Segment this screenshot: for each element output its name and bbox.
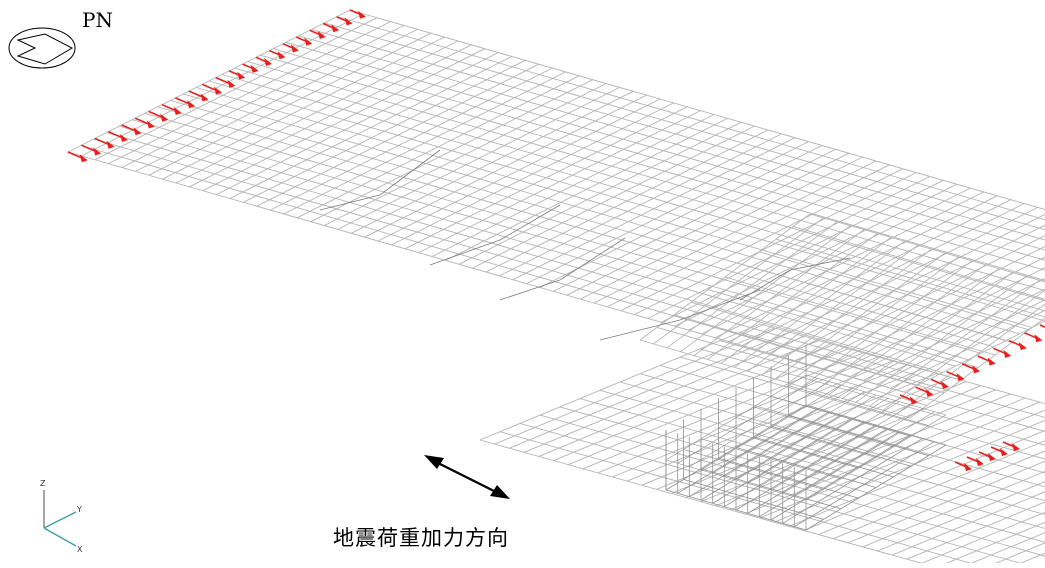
mesh-line: [688, 188, 970, 330]
mesh-line: [833, 423, 1045, 539]
mesh-line: [540, 415, 1045, 563]
mesh-line: [850, 235, 1045, 377]
mesh-line: [365, 95, 647, 237]
mesh-line: [109, 22, 391, 164]
mesh-line: [473, 126, 755, 268]
mesh-line: [513, 138, 795, 280]
mesh-line: [392, 103, 674, 245]
mesh-line: [135, 29, 417, 171]
mesh-line: [162, 37, 444, 179]
load-arrow-icon: [337, 17, 353, 26]
joint-line: [320, 195, 380, 210]
load-arrow-icon: [1024, 333, 1042, 342]
load-direction-caption: 地震荷重加力方向: [333, 522, 509, 552]
mesh-line: [378, 99, 660, 241]
mesh-line: [419, 111, 701, 253]
mesh-line: [680, 357, 1045, 505]
load-arrow-icon: [229, 71, 245, 80]
mesh-line: [675, 184, 957, 326]
mesh-line: [567, 153, 849, 295]
mesh-line: [311, 80, 593, 222]
double-headed-arrow-icon: [424, 455, 510, 499]
joint-line: [500, 280, 560, 300]
load-arrow-icon: [1009, 341, 1027, 350]
load-arrow-icon: [296, 37, 312, 46]
mesh-line: [273, 49, 1045, 289]
mesh-line: [351, 91, 633, 233]
mesh-line: [720, 341, 1045, 489]
mesh-line: [700, 349, 1045, 497]
mesh-line: [661, 180, 943, 322]
mesh-line: [230, 57, 512, 199]
mesh-line: [286, 42, 1045, 282]
mesh-line: [500, 134, 782, 276]
mesh-line: [621, 169, 903, 311]
mesh-line: [432, 115, 714, 257]
north-compass-icon: [9, 28, 75, 68]
mesh-line: [594, 161, 876, 303]
mesh-line: [634, 173, 916, 315]
mesh-line: [648, 177, 930, 319]
joint-line: [380, 150, 440, 195]
compass-label: PN: [82, 8, 113, 32]
mesh-line: [527, 142, 809, 284]
axis-z-label: Z: [40, 479, 46, 488]
mesh-line: [405, 107, 687, 249]
mesh-line: [203, 49, 485, 191]
mesh-line: [540, 146, 822, 288]
mesh-line: [324, 84, 606, 226]
load-arrow-icon: [931, 379, 949, 389]
joint-line: [560, 238, 625, 280]
mesh-line: [324, 23, 1045, 263]
joint-line: [500, 205, 560, 240]
mesh-line: [951, 456, 1045, 563]
mesh-line: [243, 60, 525, 202]
mesh-line: [459, 122, 741, 264]
mesh-line: [848, 427, 1045, 543]
mesh-line: [297, 76, 579, 218]
mesh-line: [553, 149, 835, 291]
mesh-line: [189, 45, 471, 187]
xyz-axis-triad-icon: Z Y X: [40, 479, 83, 554]
mesh-line: [270, 68, 552, 210]
mesh-line: [580, 157, 862, 299]
axis-x-label: X: [77, 545, 83, 554]
mesh-line: [176, 41, 458, 183]
load-arrow-icon: [1040, 325, 1045, 335]
joint-line: [600, 320, 680, 340]
mesh-line: [486, 130, 768, 272]
mesh-line: [338, 87, 620, 229]
axis-y-label: Y: [76, 505, 82, 514]
mesh-line: [216, 53, 498, 195]
mesh-line: [607, 165, 889, 307]
mesh-line: [446, 118, 728, 260]
mesh-line: [892, 439, 1045, 555]
mesh-line: [257, 64, 539, 206]
slab-mesh: [68, 10, 1045, 563]
mesh-line: [95, 18, 377, 160]
mesh-line: [122, 26, 404, 168]
mesh-line: [284, 72, 566, 214]
